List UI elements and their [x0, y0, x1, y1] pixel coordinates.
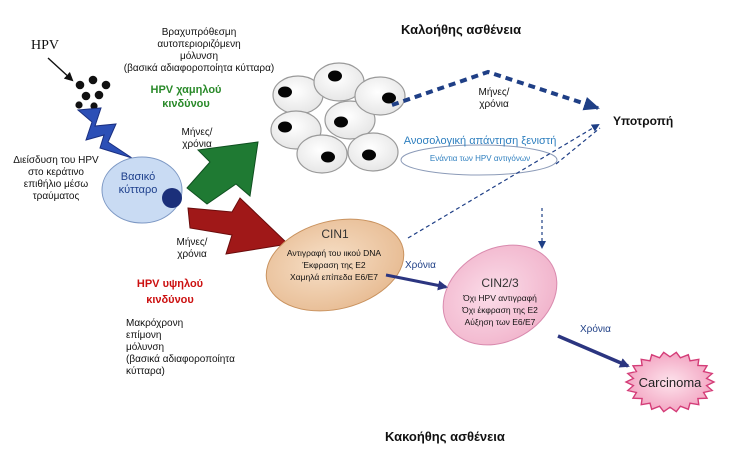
malignant-disease-heading: Κακοήθης ασθένεια: [385, 429, 505, 444]
infiltration-line: Διείσδυση του HPV: [13, 155, 99, 166]
green-arrow: [186, 141, 259, 205]
dashed-line-immune-to-regression: [555, 127, 601, 165]
cin23-line: Όχι HPV αντιγραφή: [463, 293, 537, 303]
immune-response-subtitle: Ενάντια των HPV αντιγόνων: [429, 154, 531, 163]
months-years-green-label: Μήνες/ χρόνια: [165, 127, 229, 151]
cin23-title: CIN2/3: [481, 276, 519, 290]
cin23-line: Όχι έκφραση της E2: [462, 305, 538, 315]
dashed-arrow-to-regression: [391, 69, 600, 111]
long-term-line: Μακρόχρονη: [126, 318, 184, 329]
months-years-line: Μήνες/: [176, 237, 208, 248]
lightning-bolt-icon: [76, 107, 133, 159]
infiltration-line: τραύματος: [32, 191, 80, 202]
long-term-line: μόλυνση: [126, 342, 165, 353]
months-years-line: Μήνες/: [181, 127, 213, 138]
short-term-infection-text: Βραχυπρόθεσμη αυτοπεριοριζόμενη μόλυνση …: [111, 27, 287, 75]
short-term-line: μόλυνση: [179, 51, 219, 62]
long-term-line: κύτταρα): [126, 366, 165, 377]
months-years-line: χρόνια: [177, 249, 207, 260]
infiltration-text: Διείσδυση του HPV στο κεράτινο επιθήλιο …: [0, 155, 112, 203]
high-risk-hpv-label: HPV υψηλού κινδύνου: [120, 276, 220, 308]
cin23-lesion: [442, 244, 558, 346]
low-risk-hpv-label: HPV χαμηλού κινδύνου: [131, 83, 241, 111]
epithelial-cell-nuclei: [278, 70, 396, 163]
benign-disease-heading: Καλοήθης ασθένεια: [401, 22, 522, 37]
years-label-2: Χρόνια: [580, 324, 611, 335]
long-term-line: (βασικά αδιαφοροποίητα: [126, 354, 235, 365]
short-term-line: (βασικά αδιαφοροποίητα κύτταρα): [123, 63, 275, 74]
years-label-1: Χρόνια: [405, 260, 436, 271]
months-years-top-label: Μήνες/ χρόνια: [462, 87, 526, 111]
cin1-description: Αντιγραφή του ιικού DNA Έκφραση της E2 Χ…: [270, 247, 398, 283]
basal-cell-label-line: κύτταρο: [118, 184, 158, 196]
low-risk-line: HPV χαμηλού: [150, 84, 222, 96]
basal-cell: [101, 156, 183, 224]
infiltration-line: επιθήλιο μέσω: [23, 179, 89, 190]
hpv-pointer-arrow: [47, 57, 74, 82]
immune-response-title: Ανοσολογική απάντηση ξενιστή: [403, 135, 557, 147]
carcinoma-tumor: [624, 351, 716, 413]
carcinoma-label: Carcinoma: [638, 375, 702, 390]
arrow-cin1-to-cin23: [385, 273, 448, 291]
dashed-line-cin1-to-regression: [407, 123, 600, 239]
infiltration-line: στο κεράτινο: [28, 167, 84, 178]
epithelial-cell-cluster: [270, 62, 406, 174]
immune-response-oval: [400, 144, 558, 176]
arrow-cin23-to-carcinoma: [557, 334, 630, 368]
long-term-line: επίμονη: [126, 330, 162, 341]
cin1-line: Αντιγραφή του ιικού DNA: [286, 248, 382, 258]
basal-cell-nucleus: [162, 188, 182, 208]
high-risk-line: κινδύνου: [146, 294, 194, 306]
short-term-line: αυτοπεριοριζόμενη: [157, 39, 241, 50]
high-risk-line: HPV υψηλού: [136, 278, 204, 290]
cin1-title: CIN1: [321, 227, 349, 241]
virus-particles: [75, 75, 111, 110]
cin23-description: Όχι HPV αντιγραφή Όχι έκφραση της E2 Αύξ…: [443, 292, 557, 328]
months-years-line: χρόνια: [479, 99, 509, 110]
basal-cell-label: Βασικό κύτταρο: [106, 171, 170, 197]
cin1-line: Χαμηλά επίπεδα E6/E7: [290, 272, 378, 282]
red-arrow: [187, 197, 290, 255]
months-years-red-label: Μήνες/ χρόνια: [160, 237, 224, 261]
regression-label: Υποτροπή: [613, 114, 674, 128]
cin1-line: Έκφραση της E2: [302, 260, 366, 270]
cin23-line: Αύξηση των E6/E7: [464, 317, 536, 327]
basal-cell-label-line: Βασικό: [120, 171, 156, 183]
months-years-line: Μήνες/: [478, 87, 510, 98]
long-term-infection-text: Μακρόχρονη επίμονη μόλυνση (βασικά αδιαφ…: [126, 318, 236, 378]
short-term-line: Βραχυπρόθεσμη: [161, 27, 237, 38]
low-risk-line: κινδύνου: [162, 98, 210, 110]
cin1-lesion: [265, 218, 405, 312]
months-years-line: χρόνια: [182, 139, 212, 150]
hpv-label: HPV: [31, 38, 60, 53]
